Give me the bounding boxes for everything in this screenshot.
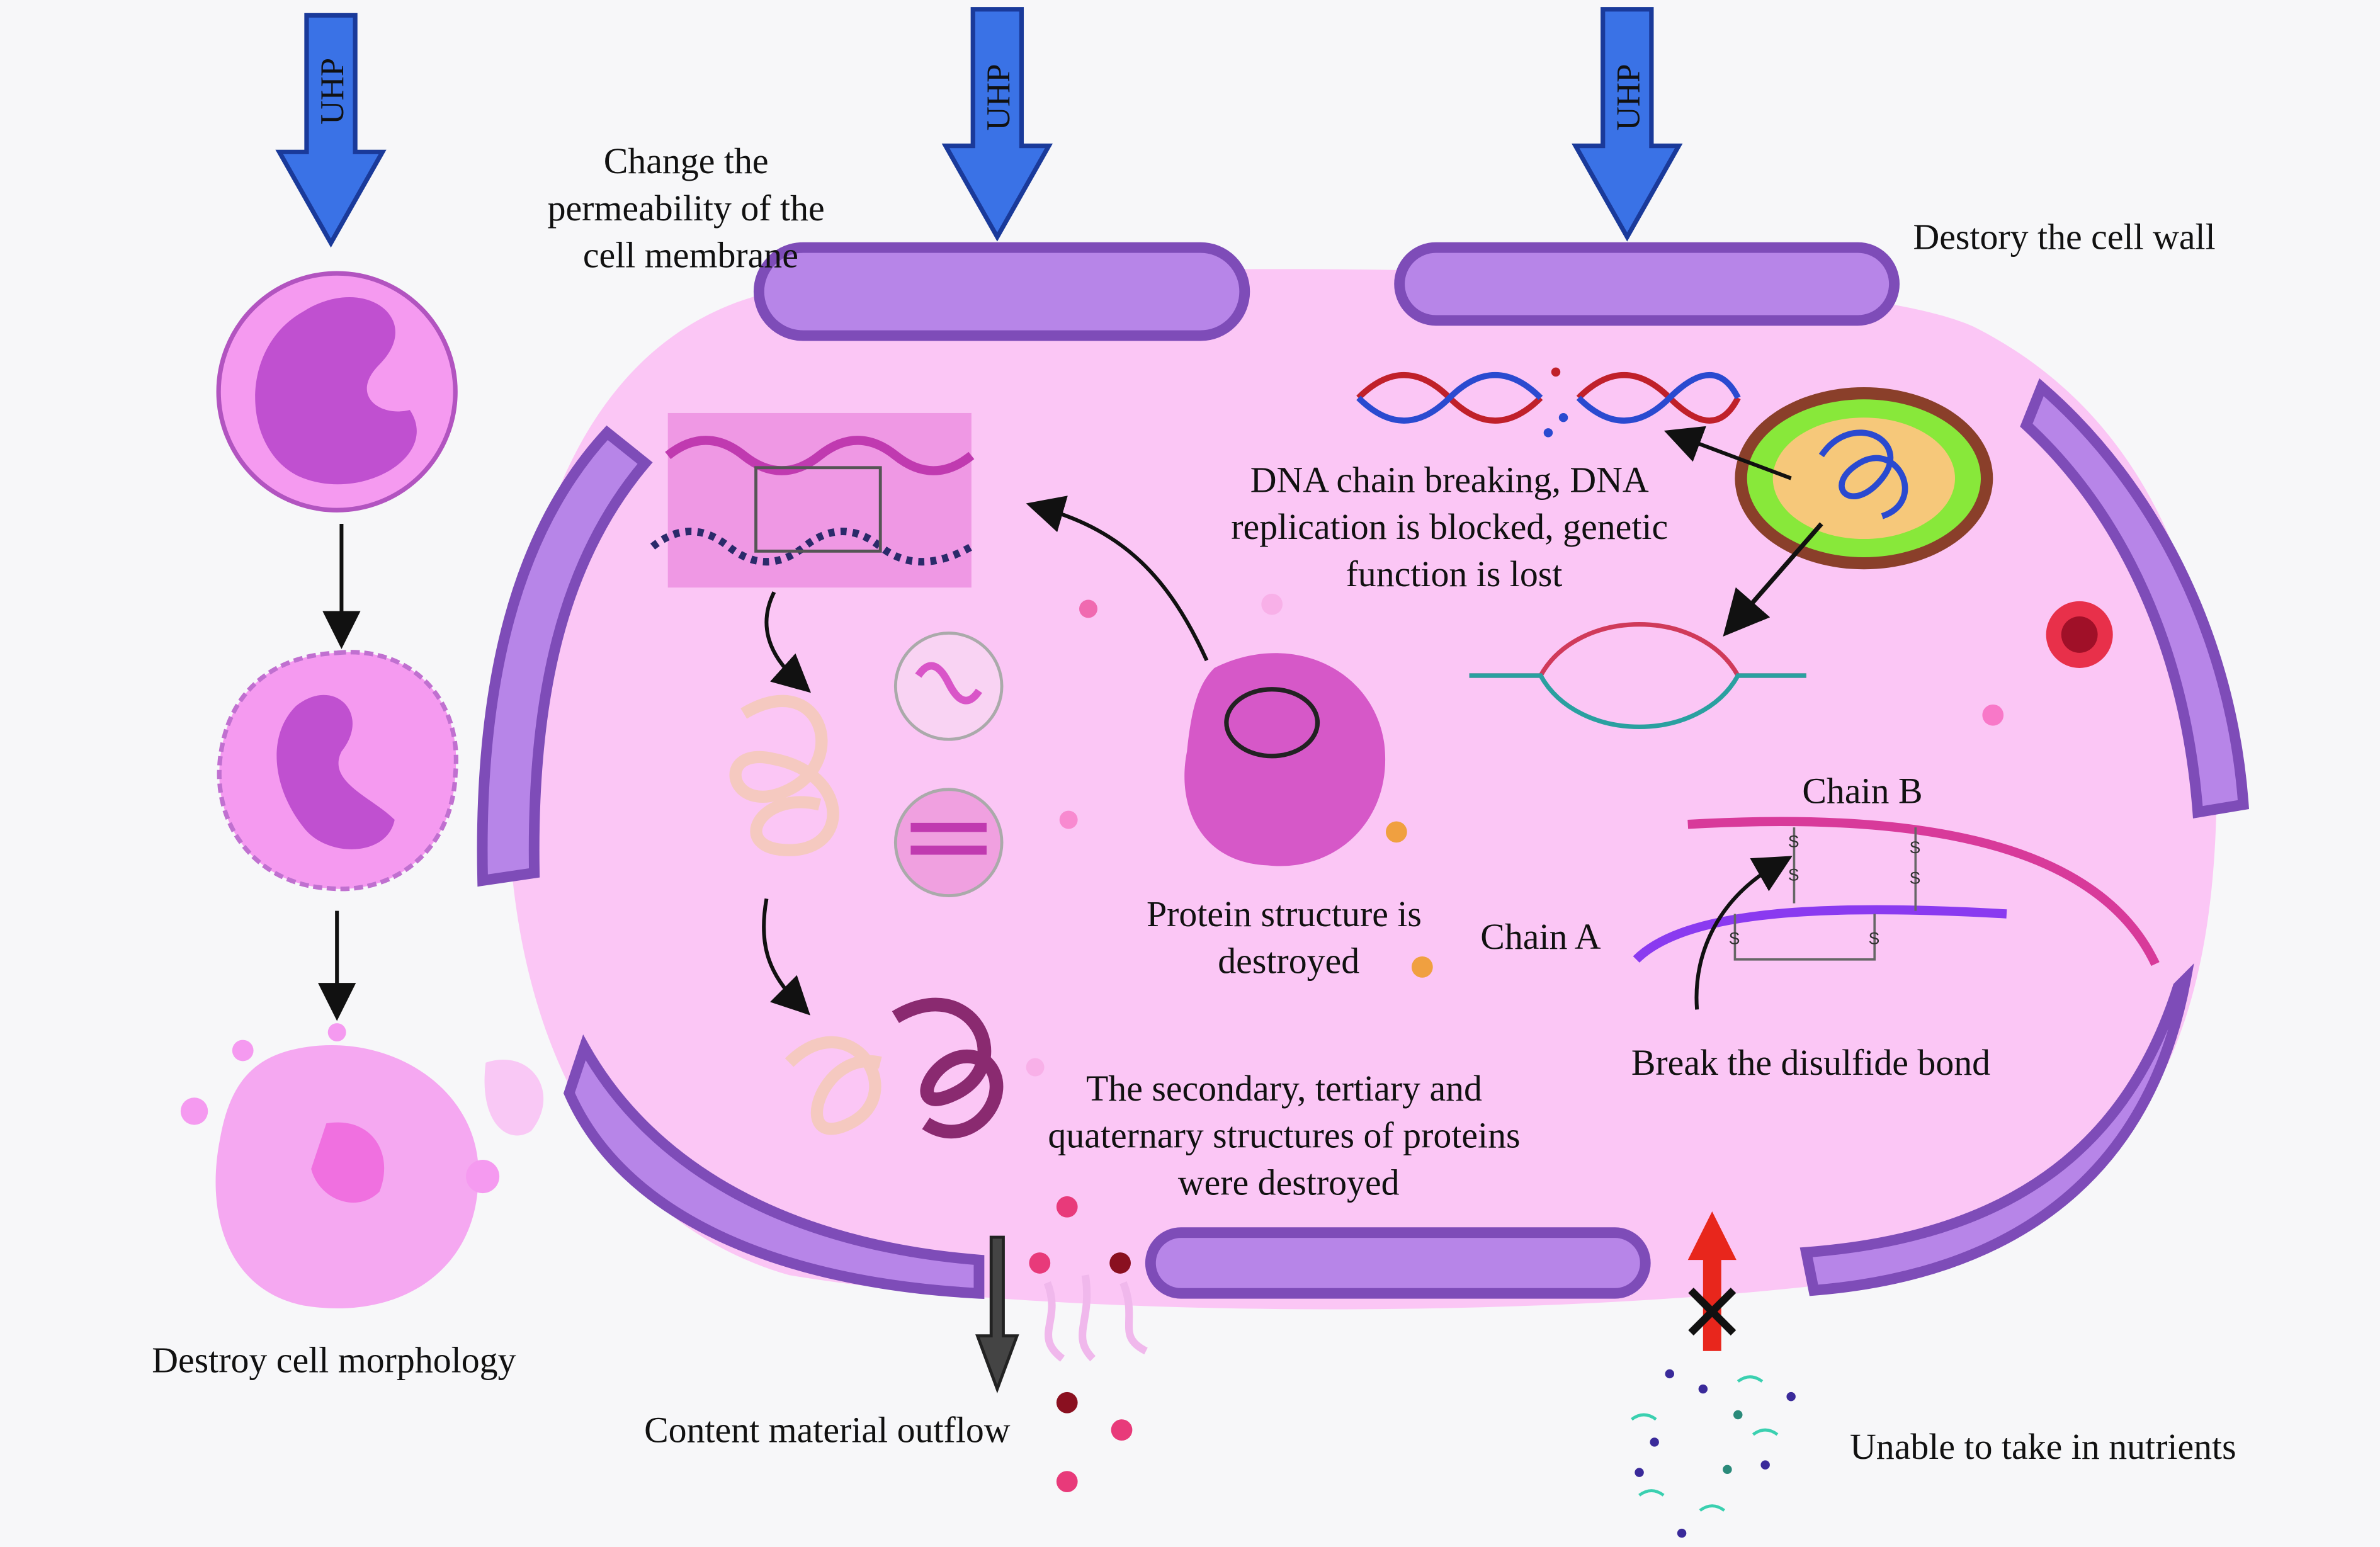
cell-wall bbox=[477, 242, 2250, 1300]
label-dna: DNA chain breaking, DNA replication is b… bbox=[1231, 459, 1677, 594]
arrow-dna-replication bbox=[1723, 522, 1823, 637]
label-chain-a: Chain A bbox=[1480, 916, 1601, 957]
outflow-arrow bbox=[975, 1235, 1019, 1393]
uhp-label: UHP bbox=[1611, 64, 1647, 130]
chain-a-line bbox=[1633, 905, 2007, 963]
chain-b-line bbox=[1687, 817, 2160, 966]
particles bbox=[1026, 593, 2004, 1077]
wall-top-right bbox=[1394, 242, 1900, 326]
label-nutrients: Unable to take in nutrients bbox=[1850, 1426, 2236, 1467]
label-cell-wall: Destory the cell wall bbox=[1913, 217, 2215, 258]
uhp-label: UHP bbox=[314, 58, 351, 125]
sulfur-label: S bbox=[1869, 929, 1880, 948]
label-disulfide: Break the disulfide bond bbox=[1631, 1042, 1990, 1083]
uhp-arrow-3: UHP bbox=[1572, 7, 1683, 242]
label-protein: Protein structure is destroyed bbox=[1147, 893, 1431, 982]
wall-bottom-right bbox=[1799, 963, 2194, 1296]
wall-bottom-left bbox=[563, 1034, 985, 1300]
aggregated-protein bbox=[785, 997, 1004, 1139]
cell-debris bbox=[180, 1023, 544, 1309]
label-structures: The secondary, tertiary and quaternary s… bbox=[1048, 1068, 1529, 1203]
neutrophil-damaged bbox=[217, 650, 458, 892]
label-membrane: Change the permeability of the cell memb… bbox=[548, 140, 834, 275]
arrow-disulfide bbox=[1694, 856, 1793, 1010]
neutrophil-intact bbox=[216, 271, 458, 513]
unfolded-protein bbox=[729, 632, 1004, 897]
wall-top-left bbox=[753, 242, 1250, 341]
protein-network bbox=[650, 412, 975, 588]
wall-bottom bbox=[1145, 1227, 1651, 1299]
sulfur-label: S bbox=[1729, 929, 1740, 948]
blocked-x-icon bbox=[1688, 1288, 1737, 1336]
damaged-protein bbox=[1184, 653, 1386, 866]
uhp-arrow-1: UHP bbox=[275, 13, 387, 248]
uhp-arrow-2: UHP bbox=[941, 7, 1053, 242]
bacterium bbox=[1735, 387, 1993, 570]
dna-replication-bubble bbox=[1469, 622, 1806, 729]
wall-left bbox=[477, 425, 653, 887]
nutrient-particles bbox=[1631, 1369, 1796, 1538]
outflow bbox=[975, 1196, 1148, 1492]
disulfide-chains: S S S S S S bbox=[1633, 817, 2160, 966]
uhp-arrows: UHP UHP UHP bbox=[275, 7, 1683, 248]
sulfur-label: S bbox=[1788, 832, 1799, 851]
label-outflow: Content material outflow bbox=[644, 1409, 1011, 1450]
arrow-dna-break bbox=[1663, 426, 1792, 480]
arrow-unfold bbox=[764, 591, 812, 693]
sulfur-label: S bbox=[1910, 838, 1921, 857]
dna-broken bbox=[1356, 367, 1741, 438]
nutrient-blocked bbox=[1631, 1211, 1796, 1538]
arrow-aggregate bbox=[762, 898, 810, 1016]
wall-right bbox=[2020, 378, 2250, 819]
label-morphology: Destroy cell morphology bbox=[152, 1340, 516, 1381]
sulfur-label: S bbox=[1910, 868, 1921, 887]
uhp-label: UHP bbox=[980, 64, 1017, 130]
blocked-arrow bbox=[1687, 1211, 1737, 1351]
organelle bbox=[2046, 601, 2113, 668]
arrow-protein bbox=[1026, 496, 1209, 662]
sulfur-label: S bbox=[1788, 865, 1799, 884]
label-chain-b: Chain B bbox=[1802, 771, 1922, 812]
